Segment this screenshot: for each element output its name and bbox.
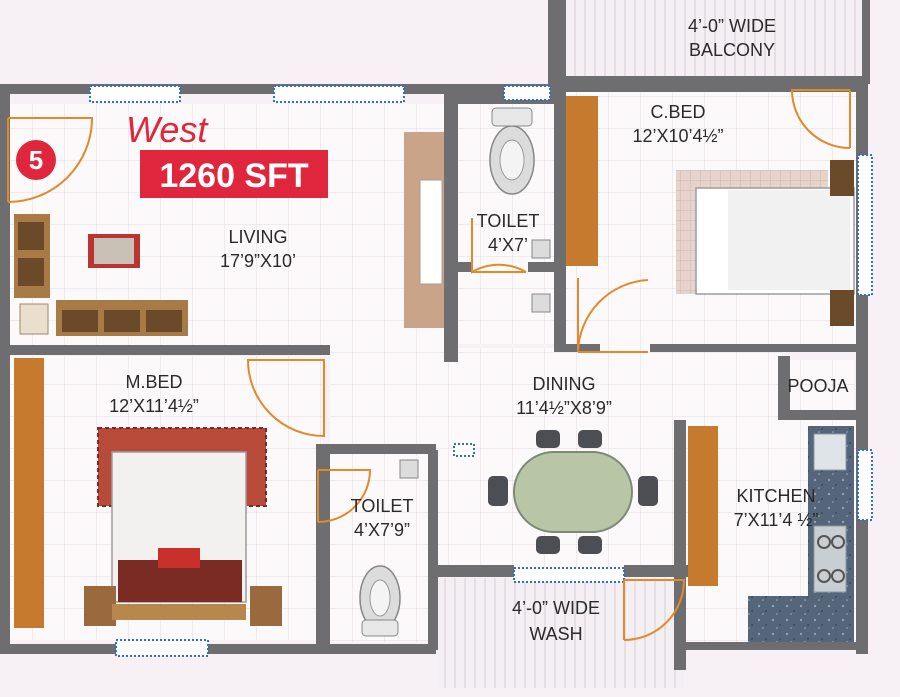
toilet1-size: 4’X7’ <box>488 235 528 255</box>
dining-name: DINING <box>533 374 596 394</box>
unit-badge: 5 <box>16 140 56 180</box>
area-badge <box>140 150 328 198</box>
living-size: 17’9”X10’ <box>220 251 296 271</box>
wash-floor <box>438 578 684 688</box>
balcony-label-line2: BALCONY <box>689 40 775 60</box>
windows <box>89 85 873 657</box>
facing-label: West <box>126 109 209 150</box>
cbed-size: 12’X10’4½” <box>632 126 723 146</box>
wash-label-line2: WASH <box>529 624 582 644</box>
toilet2-name: TOILET <box>351 496 414 516</box>
wardrobes <box>14 96 718 628</box>
kitchen-counter <box>748 426 854 642</box>
dining-size: 11’4½”X8’9” <box>516 398 612 418</box>
dining-furniture <box>488 430 658 554</box>
toilet1-fixtures <box>489 107 551 313</box>
cbed-name: C.BED <box>650 102 705 122</box>
doors <box>7 89 851 641</box>
mbed-size: 12’X11’4½” <box>109 396 199 416</box>
kitchen-name: KITCHEN <box>736 486 815 506</box>
toilet2-fixtures <box>359 459 419 637</box>
living-furniture <box>14 132 444 336</box>
toilet1-name: TOILET <box>477 211 540 231</box>
pooja-name: POOJA <box>787 376 848 396</box>
cbed-furniture <box>676 160 855 326</box>
mbed-furniture <box>84 427 282 626</box>
toilet2-size: 4’X7’9” <box>354 520 410 540</box>
unit-number: 5 <box>29 145 43 175</box>
pooja-floor <box>790 360 854 410</box>
balcony-floor <box>566 0 862 78</box>
mbed-name: M.BED <box>125 372 182 392</box>
wash-label-line1: 4’-0” WIDE <box>512 598 600 618</box>
kitchen-size: 7’X11’4 ½” <box>734 510 819 530</box>
living-name: LIVING <box>228 227 287 247</box>
balcony-label-line1: 4’-0” WIDE <box>688 16 776 36</box>
area-label: 1260 SFT <box>159 157 309 195</box>
